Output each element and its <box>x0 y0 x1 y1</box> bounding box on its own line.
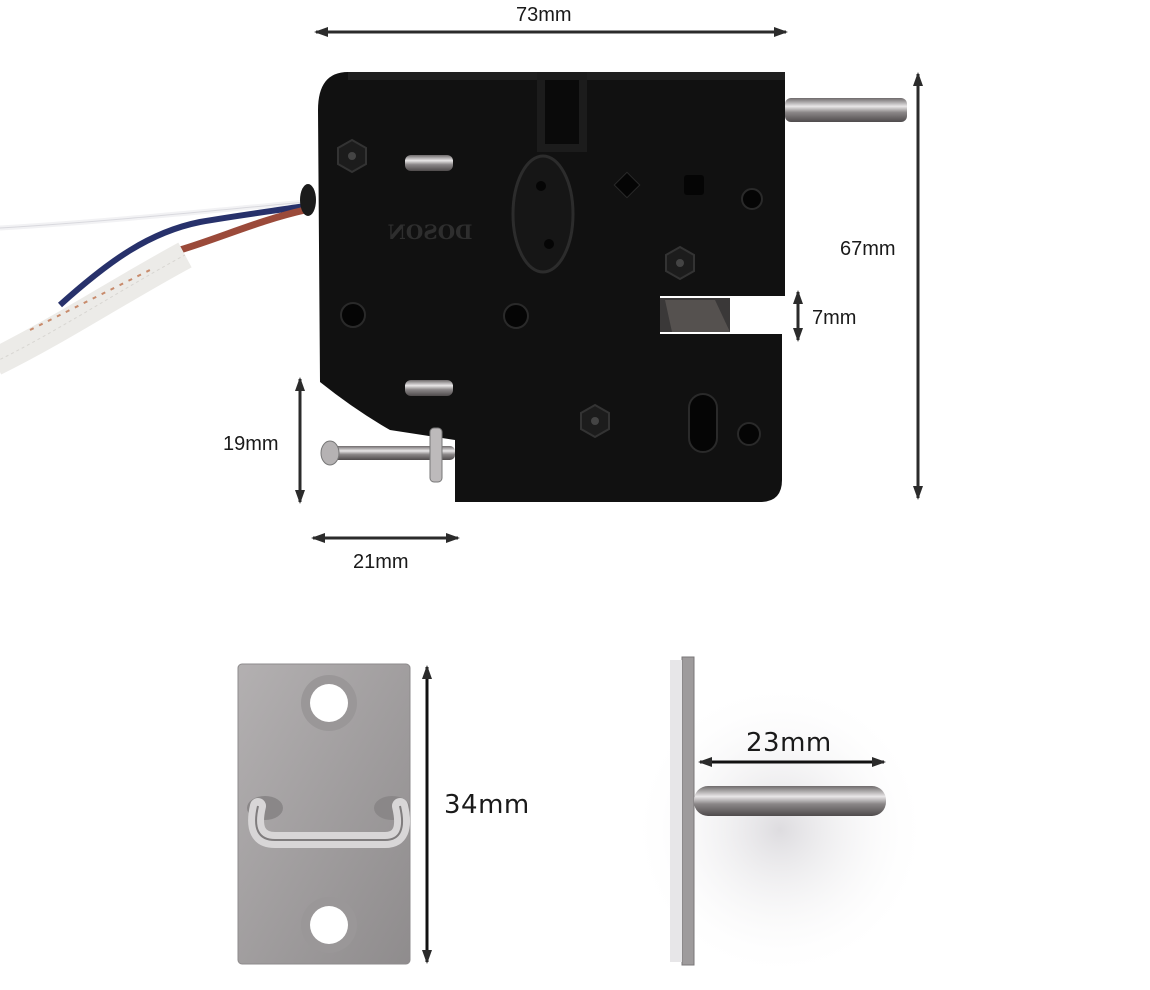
strike-plate-front <box>237 663 411 965</box>
strike-plate-side <box>630 656 930 980</box>
width-dimension-label: 73mm <box>516 4 572 26</box>
release-width-dimension-label: 21mm <box>353 551 409 573</box>
height-dimension-label: 67mm <box>840 238 896 260</box>
lock-body: DOSON <box>318 72 907 502</box>
slot-dimension-label: 7mm <box>812 307 857 329</box>
manual-release-pin <box>320 427 455 483</box>
brand-mark: DOSON <box>388 220 473 244</box>
release-height-dimension-label: 19mm <box>223 433 279 455</box>
pin-length-dimension-label: 23mm <box>746 728 832 758</box>
plate-height-dimension-label: 34mm <box>444 790 530 820</box>
wires <box>0 184 316 375</box>
